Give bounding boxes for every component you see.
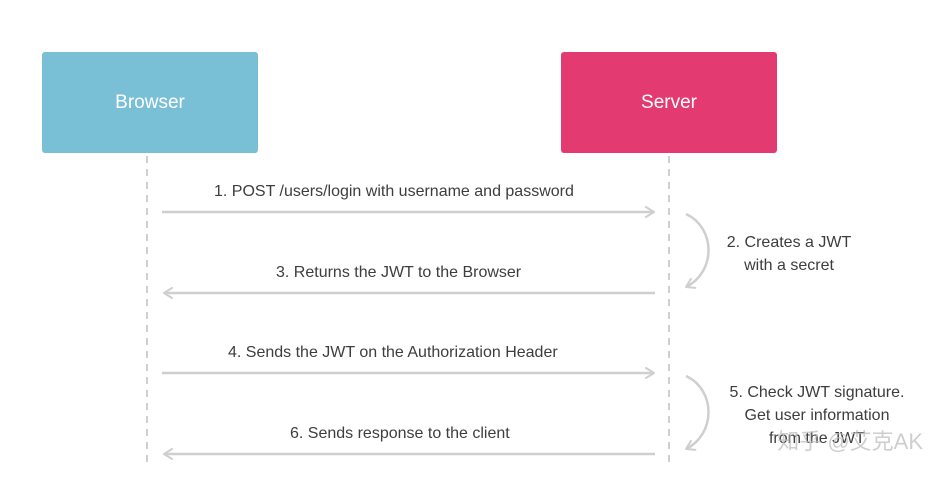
message-6-label: 6. Sends response to the client <box>290 425 510 442</box>
create-jwt-note-line1: 2. Creates a JWT <box>726 234 852 251</box>
watermark: 知乎 @艾克AK <box>777 429 923 454</box>
server-label: Server <box>641 91 697 113</box>
message-3-label: 3. Returns the JWT to the Browser <box>276 264 522 281</box>
message-4-label: 4. Sends the JWT on the Authorization He… <box>228 344 558 361</box>
create-jwt-note-line2: with a secret <box>744 257 834 274</box>
check-jwt-note: 5. Check JWT signature. Get user informa… <box>717 381 917 450</box>
browser-actor: Browser <box>42 52 258 153</box>
check-jwt-loop-arrow <box>685 374 710 451</box>
browser-label: Browser <box>115 91 185 113</box>
server-actor: Server <box>561 52 777 153</box>
create-jwt-loop-arrow <box>685 212 710 289</box>
check-jwt-note-line3: from the JWT <box>768 430 865 447</box>
check-jwt-note-line2: Get user information <box>744 407 890 424</box>
message-1-label: 1. POST /users/login with username and p… <box>214 183 574 200</box>
create-jwt-note: 2. Creates a JWT with a secret <box>716 231 862 277</box>
check-jwt-note-line1: 5. Check JWT signature. <box>729 384 905 401</box>
